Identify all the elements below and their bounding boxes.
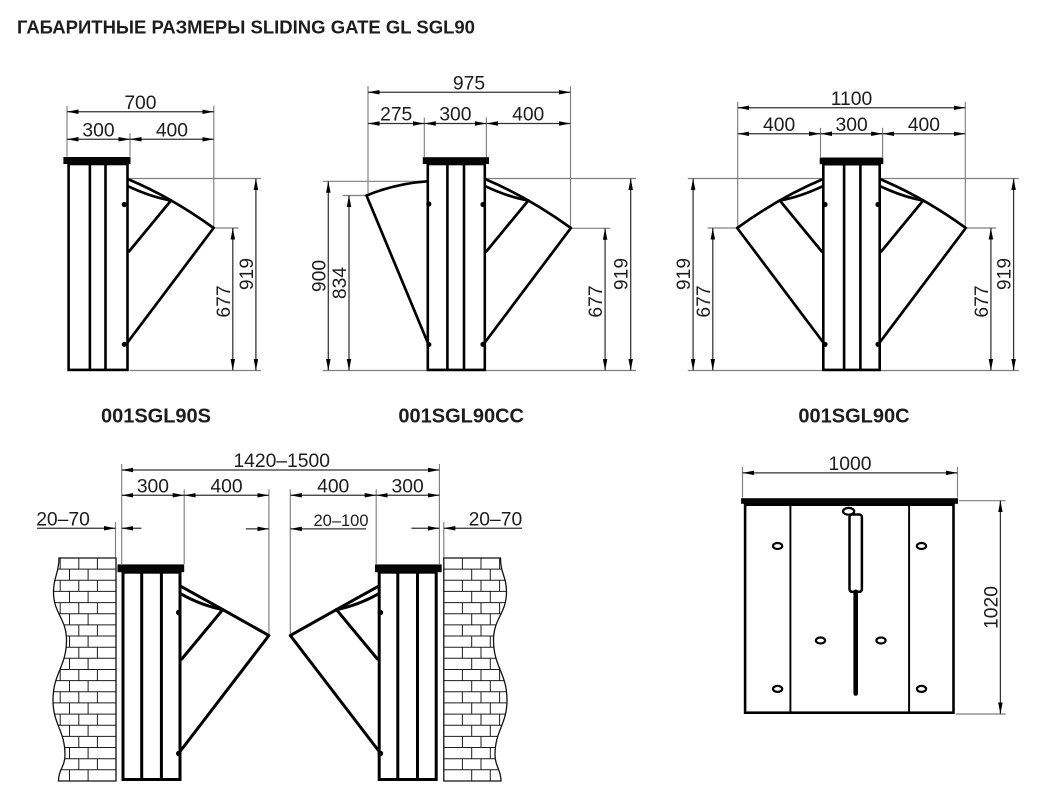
svg-text:300: 300 <box>137 477 169 498</box>
svg-text:677: 677 <box>214 285 235 317</box>
svg-text:677: 677 <box>972 285 993 317</box>
svg-text:700: 700 <box>124 93 156 114</box>
svg-text:975: 975 <box>453 73 485 94</box>
svg-text:919: 919 <box>237 258 258 290</box>
svg-text:20–70: 20–70 <box>469 510 523 531</box>
svg-text:834: 834 <box>330 267 351 299</box>
svg-text:677: 677 <box>694 285 715 317</box>
svg-text:275: 275 <box>380 105 412 126</box>
svg-text:400: 400 <box>210 477 242 498</box>
svg-text:001SGL90S: 001SGL90S <box>101 406 211 428</box>
svg-text:300: 300 <box>392 477 424 498</box>
svg-text:20–70: 20–70 <box>36 510 90 531</box>
svg-text:919: 919 <box>612 258 633 290</box>
svg-text:ГАБАРИТНЫЕ РАЗМЕРЫ SLIDING GAT: ГАБАРИТНЫЕ РАЗМЕРЫ SLIDING GATE GL SGL90 <box>17 17 475 38</box>
svg-text:1100: 1100 <box>831 89 872 110</box>
svg-text:919: 919 <box>674 258 695 290</box>
svg-text:400: 400 <box>317 477 349 498</box>
svg-text:300: 300 <box>82 121 114 142</box>
svg-text:919: 919 <box>995 258 1016 290</box>
svg-text:900: 900 <box>309 260 330 292</box>
svg-text:1020: 1020 <box>981 586 1002 629</box>
svg-text:300: 300 <box>836 115 868 136</box>
svg-text:001SGL90C: 001SGL90C <box>798 406 909 428</box>
svg-text:400: 400 <box>763 115 795 136</box>
svg-text:400: 400 <box>908 115 940 136</box>
svg-text:677: 677 <box>586 285 607 317</box>
svg-text:1420–1500: 1420–1500 <box>233 451 330 472</box>
svg-text:1000: 1000 <box>829 454 872 475</box>
svg-text:20–100: 20–100 <box>313 512 368 530</box>
svg-text:001SGL90CC: 001SGL90CC <box>398 406 524 428</box>
svg-text:400: 400 <box>156 121 188 142</box>
svg-text:300: 300 <box>439 105 471 126</box>
svg-text:400: 400 <box>512 105 544 126</box>
